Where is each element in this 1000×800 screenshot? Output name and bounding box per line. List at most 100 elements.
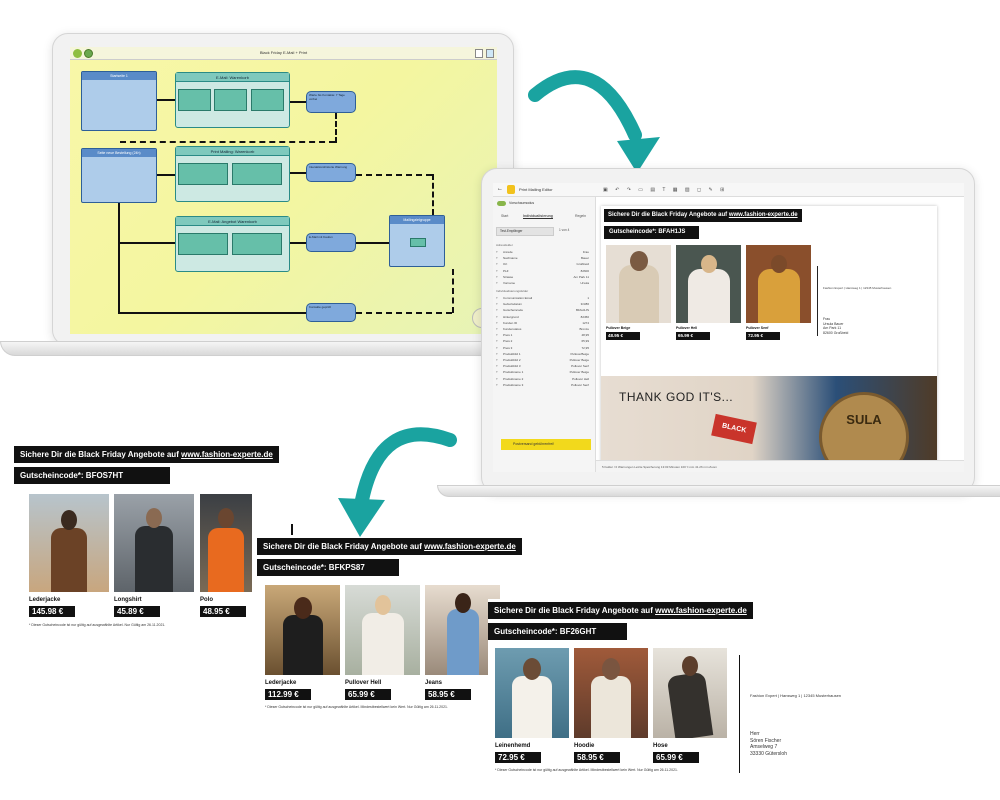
- field-key: Produktbild 2: [503, 358, 521, 362]
- product-price: 48.95 €: [200, 606, 246, 617]
- field-value: Ursula: [580, 281, 589, 285]
- tab-regeln[interactable]: Regeln: [575, 214, 587, 218]
- workflow-topbar: Black Friday E-Mail + Print: [70, 47, 497, 60]
- back-arrow-icon[interactable]: ←: [497, 186, 503, 192]
- editor-screen: ← Print Mailing Editor ▣ ↶ ↷ ▭ ▤ T ▦ ▧ ◻…: [493, 183, 964, 472]
- recipient-line: Herr: [750, 731, 760, 737]
- email-step-2[interactable]: [214, 89, 247, 111]
- field-key: Strasse: [503, 274, 514, 279]
- field-value: 82450: [580, 314, 589, 319]
- doc-headline-link[interactable]: www.fashion-experte.de: [728, 212, 798, 218]
- flyer-headline-link[interactable]: www.fashion-experte.de: [424, 542, 516, 551]
- flyer-voucher-code: Gutscheincode*: BFKPS87: [257, 559, 399, 576]
- product-price: 72.95 €: [495, 752, 541, 763]
- interaction-node[interactable]: Interaktionshistorie Warnung: [306, 163, 356, 182]
- field-value: PulloverBeige: [570, 351, 589, 356]
- email2-step-2[interactable]: [232, 233, 282, 255]
- tab-start[interactable]: Start: [501, 214, 509, 218]
- sidebar-toggle-icon[interactable]: [486, 49, 494, 58]
- connector: [118, 312, 306, 314]
- workflow-laptop: Black Friday E-Mail + Print Startseite 1…: [52, 33, 514, 346]
- flyer-product-1: Leinenhemd 72.95 €: [495, 648, 569, 763]
- print-step-2[interactable]: [232, 163, 282, 185]
- email-step-1[interactable]: [178, 89, 211, 111]
- field-value: 1274: [582, 320, 589, 325]
- tab-individualisierung[interactable]: Individualisierung: [523, 214, 553, 219]
- start-node[interactable]: Startseite 1: [81, 71, 157, 131]
- field-type-icon: T: [496, 308, 498, 313]
- product-image: [653, 648, 727, 738]
- email2-step-1[interactable]: [178, 233, 228, 255]
- product-price: 45.89 €: [114, 606, 160, 617]
- filter-node[interactable]: Seite neue Bestellung (24h): [81, 148, 157, 203]
- toolbar-icons[interactable]: ▣ ↶ ↷ ▭ ▤ T ▦ ▧ ◻ ✎ ⊞: [603, 187, 728, 193]
- email-step-3[interactable]: [251, 89, 284, 111]
- panel-toggle-icon[interactable]: [475, 49, 483, 58]
- editor-topbar: ← Print Mailing Editor ▣ ↶ ↷ ▭ ▤ T ▦ ▧ ◻…: [493, 183, 964, 197]
- laptop1-base: [0, 341, 564, 356]
- connector: [290, 242, 306, 244]
- print-document[interactable]: Sichere Dir die Black Friday Angebote au…: [601, 206, 937, 466]
- flyer-product-1: Lederjacke 112.99 €: [265, 585, 340, 700]
- preview-toggle[interactable]: [497, 201, 506, 206]
- email-click-node[interactable]: E-Mail mit Kaufen: [306, 233, 356, 252]
- laptop2-base: [437, 485, 1000, 497]
- flyer-3: Sichere Dir die Black Friday Angebote au…: [488, 599, 880, 777]
- preview-toggle-label: Vorschaumodus: [509, 201, 535, 205]
- flyer-headline-link[interactable]: www.fashion-experte.de: [181, 450, 273, 459]
- postage-button[interactable]: Postversand gebührenfrei!: [501, 439, 591, 450]
- address-section-title: Adressfelder: [496, 243, 513, 247]
- target-group-node[interactable]: Mailingzielgruppe: [389, 215, 445, 267]
- product-price: 65.99 €: [653, 752, 699, 763]
- product-price: 145.98 €: [29, 606, 75, 617]
- app-logo-icon: [507, 185, 515, 194]
- field-type-icon: T: [496, 281, 498, 285]
- recipient-select[interactable]: Test-Empfänger: [496, 227, 554, 236]
- product-name: Pullover Hell: [676, 326, 698, 330]
- check-icon[interactable]: [84, 49, 93, 58]
- flyer-1: Sichere Dir die Black Friday Angebote au…: [14, 441, 304, 631]
- contacts-checked-node[interactable]: Kontakte geprüft: [306, 303, 356, 322]
- field-key: Produktname 3: [503, 382, 524, 387]
- field-type-icon: T: [496, 382, 498, 387]
- dashed-connector: [356, 312, 452, 314]
- doc-product-2: Pullover Hell 65.99 €: [676, 245, 741, 340]
- wait-node[interactable]: Warte bis Kontakte: 7 Tage vorbei: [306, 91, 356, 113]
- email-angebot-title: E-Mail: Angebot Warenkorb: [176, 217, 289, 226]
- field-value: BFAH1JS: [575, 308, 589, 313]
- product-price: 65.99 €: [676, 332, 710, 340]
- product-image: [200, 494, 252, 592]
- field-value: 65,99: [581, 339, 589, 344]
- flyer-product-2: Hoodie 58.95 €: [574, 648, 648, 763]
- field-key: Communication Email: [503, 296, 533, 300]
- product-price: 58.95 €: [574, 752, 620, 763]
- field-type-icon: T: [496, 370, 498, 375]
- product-price: 112.99 €: [265, 689, 311, 700]
- flyer-headline-link[interactable]: www.fashion-experte.de: [655, 606, 747, 615]
- field-key: Kunden ID: [503, 320, 518, 325]
- flyer-voucher-code: Gutscheincode*: BFOS7HT: [14, 467, 170, 484]
- connector: [356, 242, 389, 244]
- print-step-1[interactable]: [178, 163, 228, 185]
